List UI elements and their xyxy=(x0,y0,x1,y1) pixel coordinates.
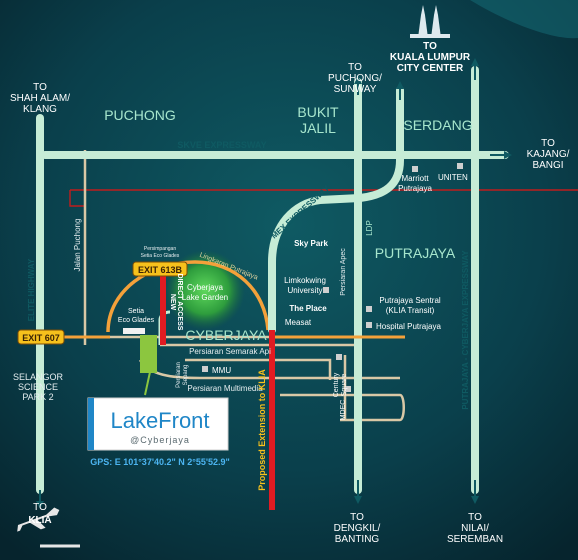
landmark-century-line1: Century xyxy=(333,372,340,397)
dest-nilai-line1: TO xyxy=(468,512,482,523)
persimpangan-line1: Persimpangan xyxy=(144,246,176,252)
dest-kl-line3: CITY CENTER xyxy=(397,63,464,74)
area-putrajaya: PUTRAJAYA xyxy=(375,245,456,261)
dest-puchong-line3: SUNWAY xyxy=(334,84,377,95)
exit-613b-badge xyxy=(132,261,188,277)
landmark-limkokwing-line2: University xyxy=(287,286,322,295)
area-cyberjaya: CYBERJAYA xyxy=(185,327,267,343)
airplane-icon xyxy=(17,507,60,532)
dest-dengkil-line1: TO xyxy=(350,512,364,523)
petronas-towers-icon xyxy=(410,5,450,38)
dest-dengkil-line3: BANTING xyxy=(335,534,380,545)
setia-eco-glades-plot xyxy=(123,328,145,334)
dest-puchong-line1: TO xyxy=(348,62,362,73)
landmark-sentral-line2: (KLIA Transit) xyxy=(386,306,435,315)
area-science-park-line3: PARK 2 xyxy=(22,392,53,402)
highways xyxy=(36,66,509,494)
dest-klia-line2: KLIA xyxy=(28,515,51,526)
landmark-setia-line1: Setia xyxy=(128,308,144,315)
landmark-mmu: MMU xyxy=(212,366,231,375)
area-science-park-line2: SCIENCE xyxy=(18,382,58,392)
road-direct-access-line1: NEW xyxy=(169,294,176,311)
landmark-limkokwing-line1: Limkokwing xyxy=(284,276,326,285)
dest-puchong-line2: PUCHONG/ xyxy=(328,73,382,84)
dest-shah-alam-line3: KLANG xyxy=(23,104,57,115)
exit-607-label: EXIT 607 xyxy=(22,333,60,343)
landmark-lake-garden-line1: Cyberjaya xyxy=(187,283,224,292)
dest-kajang-line2: KAJANG/ xyxy=(527,149,570,160)
landmark-lake-garden-line2: Lake Garden xyxy=(182,293,228,302)
lingkaran-putrajaya-road xyxy=(106,260,270,333)
dest-nilai-line2: NILAI/ xyxy=(461,523,489,534)
dest-shah-alam-line2: SHAH ALAM/ xyxy=(10,93,70,104)
dest-klia-line1: TO xyxy=(33,502,47,513)
landmark-measat: Measat xyxy=(285,318,312,327)
road-multimedia: Persiaran Multimedia xyxy=(187,384,263,393)
lakefront-logo-box xyxy=(87,397,229,451)
dest-kl-line1: TO xyxy=(423,41,437,52)
dest-kajang-line3: BANGI xyxy=(532,160,563,171)
area-serdang: SERDANG xyxy=(403,117,472,133)
landmark-hospital: Hospital Putrajaya xyxy=(376,322,441,331)
landmark-the-place: The Place xyxy=(289,304,327,313)
landmark-uniten: UNITEN xyxy=(438,173,468,182)
dest-nilai-line3: SEREMBAN xyxy=(447,534,503,545)
road-sepang-line1: Persiaran xyxy=(176,362,182,388)
area-puchong: PUCHONG xyxy=(104,107,176,123)
road-putrajaya-cyberjaya: PUTRAJAYA - CYBERJAYA EXPRESSWAY xyxy=(461,250,470,410)
lakefront-plot xyxy=(140,335,157,373)
exit-607-badge xyxy=(17,329,65,345)
road-direct-access-line2: DIRECT ACCESS xyxy=(176,274,183,331)
dest-kl-line2: KUALA LUMPUR xyxy=(390,52,471,63)
persimpangan-line2: Setia Eco Glades xyxy=(141,253,180,259)
boundary-line xyxy=(69,189,578,207)
road-proposed-extension: Proposed Extension to KLIA xyxy=(257,369,267,491)
road-apec: Persiaran Apec xyxy=(340,248,347,296)
road-skve: SKVE EXPRESSWAY xyxy=(177,140,266,150)
landmark-mdec: MDEC xyxy=(340,400,347,421)
road-semarak-api: Persiaran Semarak Api xyxy=(189,347,271,356)
road-elite: ELITE HIGHWAY xyxy=(27,258,36,321)
dest-kajang-line1: TO xyxy=(541,138,555,149)
landmark-century-line2: Square xyxy=(341,374,348,397)
road-arrows xyxy=(36,58,512,509)
landmark-setia-line2: Eco Glades xyxy=(118,317,155,324)
brand-sub: @Cyberjaya xyxy=(130,435,190,445)
dest-dengkil-line2: DENGKIL/ xyxy=(334,523,381,534)
dest-shah-alam-line1: TO xyxy=(33,82,47,93)
brand-name: LakeFront xyxy=(110,408,209,433)
road-ldp: LDP xyxy=(365,220,374,236)
landmark-sentral-line1: Putrajaya Sentral xyxy=(379,296,441,305)
landmark-sky-park: Sky Park xyxy=(294,239,328,248)
gps-coordinates: GPS: E 101°37'40.2" N 2°55'52.9" xyxy=(90,457,230,467)
landmark-marriott-line2: Putrajaya xyxy=(398,184,432,193)
landmark-marriott-line1: Marriott xyxy=(401,174,429,183)
exit-613b-label: EXIT 613B xyxy=(138,265,183,275)
road-jalan-puchong: Jalan Puchong xyxy=(73,219,82,272)
area-science-park-line1: SELANGOR xyxy=(13,372,64,382)
area-bukit-jalil-line2: JALIL xyxy=(300,120,336,136)
area-bukit-jalil-line1: BUKIT xyxy=(297,104,339,120)
landmark-markers xyxy=(202,163,463,392)
road-sepang-line2: Sepang xyxy=(183,365,189,386)
